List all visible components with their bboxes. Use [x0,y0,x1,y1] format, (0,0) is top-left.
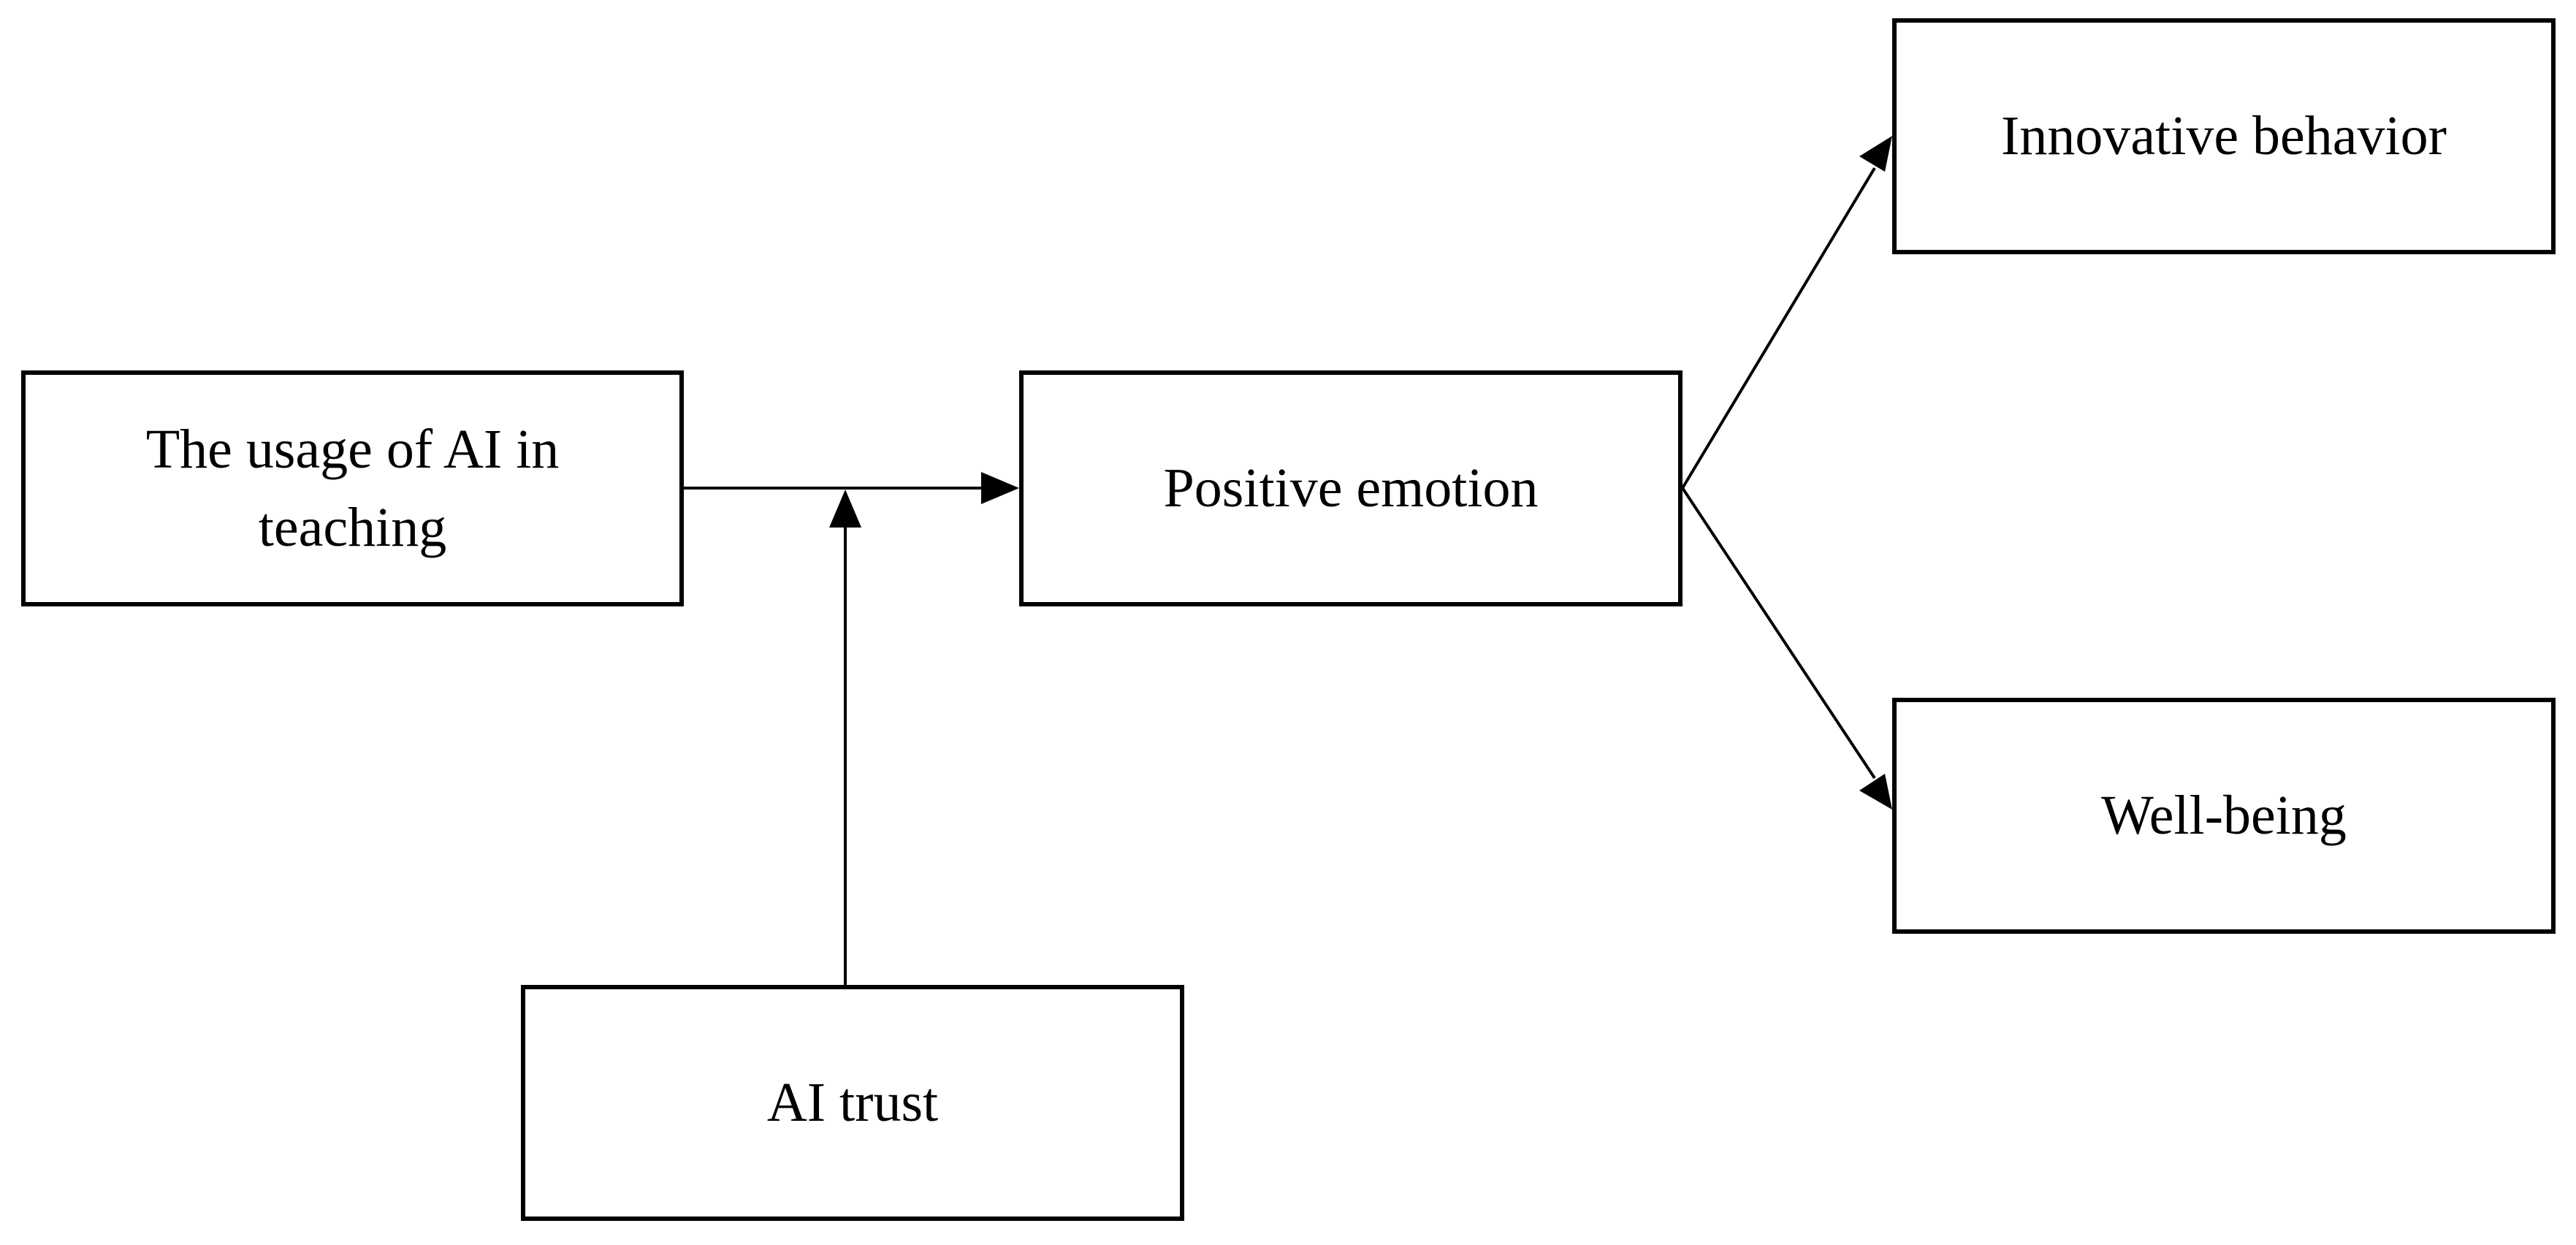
arrowhead-moderation [829,490,861,528]
node-innovative-label: Innovative behavior [2001,105,2447,167]
node-innovative-behavior: Innovative behavior [1892,18,2556,254]
edge-positive-to-wellbeing [1681,487,1876,780]
node-usage-of-ai-in-teaching: The usage of AI in teaching [21,370,684,606]
node-positive-emotion: Positive emotion [1019,370,1683,606]
arrowhead-innovative [1859,136,1892,172]
node-positive-label: Positive emotion [1163,457,1539,519]
node-ai-trust: AI trust [521,985,1184,1221]
node-usage-label-line2: teaching [258,496,447,558]
arrowhead-positive [981,472,1019,504]
node-trust-label: AI trust [766,1072,939,1134]
node-well-being: Well-being [1892,698,2556,934]
arrowhead-wellbeing [1859,774,1892,810]
node-wellbeing-label: Well-being [2101,785,2347,847]
node-usage-label-line1: The usage of AI in [145,419,560,481]
edge-positive-to-innovative [1681,167,1876,490]
